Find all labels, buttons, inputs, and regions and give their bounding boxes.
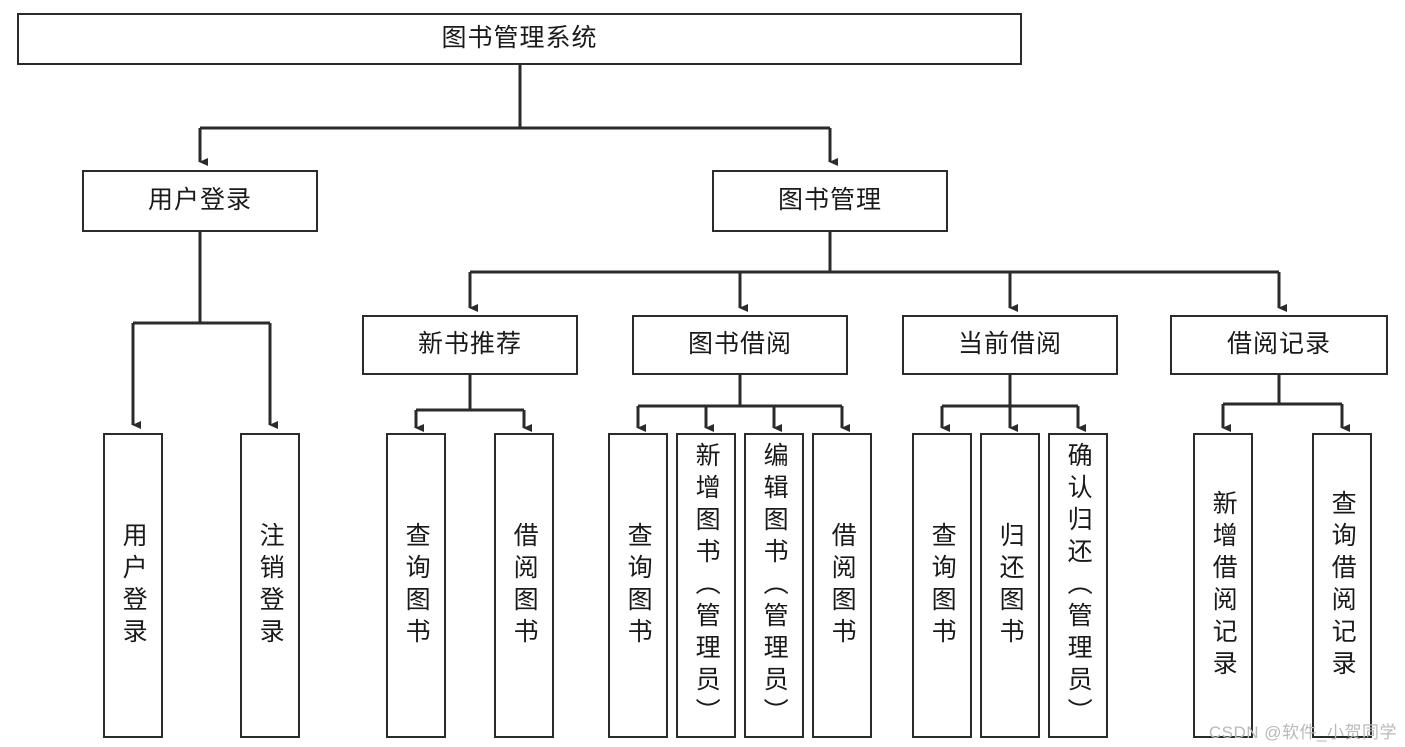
node-label: 查询图书 — [928, 521, 957, 650]
leaf-record-add-record[interactable]: 新增借阅记录 — [1193, 433, 1253, 738]
node-label: 注销登录 — [256, 521, 285, 650]
leaf-current-query-book[interactable]: 查询图书 — [912, 433, 972, 738]
node-label: 当前借阅 — [957, 330, 1062, 359]
node-borrow-record[interactable]: 借阅记录 — [1170, 315, 1388, 375]
node-label: 归还图书 — [996, 521, 1025, 650]
node-root-system[interactable]: 图书管理系统 — [17, 13, 1022, 65]
node-new-book-recommend[interactable]: 新书推荐 — [362, 315, 578, 375]
leaf-record-query-record[interactable]: 查询借阅记录 — [1312, 433, 1372, 738]
node-book-borrow[interactable]: 图书借阅 — [632, 315, 848, 375]
node-label: 用户登录 — [147, 186, 252, 215]
leaf-borrow-borrow-book[interactable]: 借阅图书 — [812, 433, 872, 738]
leaf-borrow-edit-book-admin[interactable]: 编辑图书（管理员） — [744, 433, 804, 738]
leaf-recommend-query-book[interactable]: 查询图书 — [386, 433, 446, 738]
node-label: 新增图书（管理员） — [692, 441, 721, 730]
node-label: 借阅图书 — [828, 521, 857, 650]
node-book-management[interactable]: 图书管理 — [712, 170, 948, 232]
node-label: 确认归还（管理员） — [1064, 441, 1093, 730]
node-label: 查询借阅记录 — [1328, 489, 1357, 682]
node-label: 新书推荐 — [417, 330, 522, 359]
leaf-current-return-book[interactable]: 归还图书 — [980, 433, 1040, 738]
leaf-user-login-logout[interactable]: 注销登录 — [240, 433, 300, 738]
node-label: 新增借阅记录 — [1209, 489, 1238, 682]
node-label: 查询图书 — [402, 521, 431, 650]
node-label: 编辑图书（管理员） — [760, 441, 789, 730]
csdn-watermark: CSDN @软件_小贺同学 — [1208, 723, 1397, 742]
leaf-current-confirm-return-admin[interactable]: 确认归还（管理员） — [1048, 433, 1108, 738]
node-current-borrow[interactable]: 当前借阅 — [902, 315, 1118, 375]
leaf-borrow-add-book-admin[interactable]: 新增图书（管理员） — [676, 433, 736, 738]
node-label: 图书管理系统 — [441, 24, 598, 53]
leaf-user-login-login[interactable]: 用户登录 — [103, 433, 163, 738]
node-label: 用户登录 — [119, 521, 148, 650]
node-label: 图书管理 — [777, 186, 882, 215]
leaf-recommend-borrow-book[interactable]: 借阅图书 — [494, 433, 554, 738]
node-user-login[interactable]: 用户登录 — [82, 170, 318, 232]
node-label: 图书借阅 — [687, 330, 792, 359]
node-label: 查询图书 — [624, 521, 653, 650]
node-label: 借阅记录 — [1226, 330, 1331, 359]
leaf-borrow-query-book[interactable]: 查询图书 — [608, 433, 668, 738]
node-label: 借阅图书 — [510, 521, 539, 650]
